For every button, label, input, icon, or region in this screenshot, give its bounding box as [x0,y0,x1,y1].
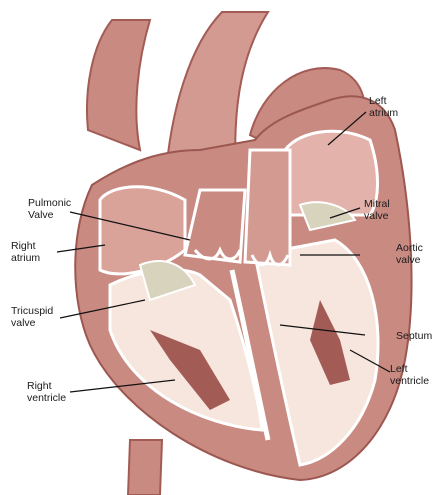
label-mitral-valve-line1: Mitral [364,198,390,210]
label-right-atrium: Right atrium [11,240,40,264]
label-pulmonic-valve-line2: Valve [28,209,71,221]
label-aortic-valve-line2: valve [396,254,423,266]
label-pulmonic-valve-line1: Pulmonic [28,197,71,209]
label-pulmonic-valve: Pulmonic Valve [28,197,71,221]
label-right-ventricle: Right ventricle [27,380,66,404]
label-aortic-valve-line1: Aortic [396,242,423,254]
label-left-atrium-line1: Left [369,95,398,107]
label-mitral-valve-line2: valve [364,210,390,222]
label-septum: Septum [396,330,432,342]
label-left-atrium: Left atrium [369,95,398,119]
label-right-atrium-line1: Right [11,240,40,252]
label-mitral-valve: Mitral valve [364,198,390,222]
label-right-ventricle-line1: Right [27,380,66,392]
label-left-ventricle: Left ventricle [390,363,429,387]
label-aortic-valve: Aortic valve [396,242,423,266]
vena-cava [87,20,150,150]
label-tricuspid-valve-line2: valve [11,317,53,329]
label-tricuspid-valve: Tricuspid valve [11,305,53,329]
label-septum-line1: Septum [396,330,432,342]
inferior-vena-cava [128,440,162,495]
label-left-atrium-line2: atrium [369,107,398,119]
label-left-ventricle-line2: ventricle [390,375,429,387]
label-right-atrium-line2: atrium [11,252,40,264]
label-tricuspid-valve-line1: Tricuspid [11,305,53,317]
label-left-ventricle-line1: Left [390,363,429,375]
aortic-outflow [245,150,290,265]
label-right-ventricle-line2: ventricle [27,392,66,404]
